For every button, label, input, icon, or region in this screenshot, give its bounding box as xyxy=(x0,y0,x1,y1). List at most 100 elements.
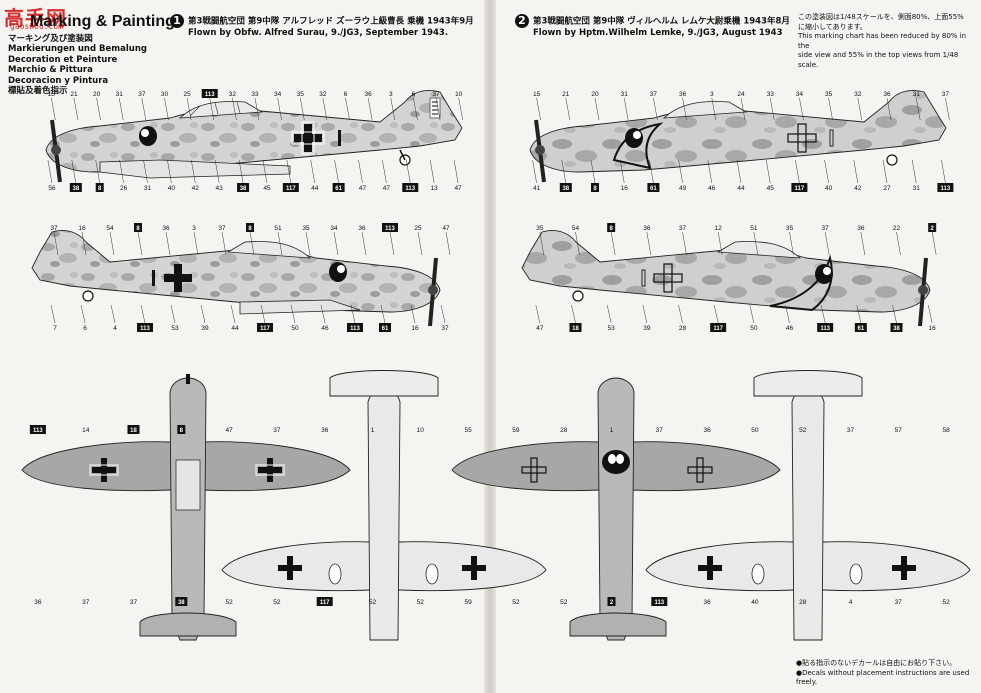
callout-number: 52 xyxy=(273,599,281,606)
callout-number: 16 xyxy=(929,325,937,332)
callout-box xyxy=(890,323,903,332)
callout-number: 36 xyxy=(703,599,711,606)
callout-number: 37 xyxy=(441,325,449,332)
callout-box xyxy=(402,183,419,192)
callout-box xyxy=(607,597,616,606)
callout-number: 38 xyxy=(562,186,569,192)
callout-leader-line xyxy=(824,231,830,256)
callout-number: 113 xyxy=(820,326,830,332)
callout-number: 4 xyxy=(849,599,853,606)
callout-leader-line xyxy=(410,304,416,324)
callout-number: 35 xyxy=(297,91,305,98)
callout-number: 43 xyxy=(216,185,224,192)
callout-number: 20 xyxy=(93,91,101,98)
callout-number: 53 xyxy=(171,325,179,332)
callout-number: 38 xyxy=(893,326,900,332)
callout-number: 37 xyxy=(82,599,90,606)
callout-leader-line xyxy=(440,304,446,324)
language-item: Marchio & Pittura xyxy=(8,65,93,76)
callout-number: 37 xyxy=(50,225,58,232)
callout-number: 16 xyxy=(78,225,86,232)
callout-number: 37 xyxy=(218,225,226,232)
callout-leader-line xyxy=(390,97,396,121)
callout-leader-line xyxy=(678,159,683,184)
callout-leader-line xyxy=(429,159,435,184)
callout-number: 44 xyxy=(311,185,319,192)
callout-leader-line xyxy=(50,304,56,324)
callout-leader-line xyxy=(96,97,101,121)
callout-number: 8 xyxy=(136,226,140,232)
callout-number: 25 xyxy=(414,225,422,232)
callout-box xyxy=(937,183,954,192)
callout-box xyxy=(817,323,834,332)
callout-number: 7 xyxy=(53,325,57,332)
callout-leader-line xyxy=(345,97,350,121)
callout-number: 1 xyxy=(371,427,375,434)
callout-leader-line xyxy=(80,304,86,324)
callout-leader-line xyxy=(711,97,717,121)
callout-leader-line xyxy=(941,159,946,184)
callout-leader-line xyxy=(445,231,451,256)
callout-number: 3 xyxy=(192,225,196,232)
callout-number: 34 xyxy=(274,91,282,98)
callout-number: 41 xyxy=(533,185,541,192)
callout-leader-line xyxy=(232,97,237,121)
callout-leader-line xyxy=(882,159,888,184)
callout-leader-line xyxy=(73,97,79,121)
callout-leader-line xyxy=(406,159,411,184)
callout-number: 36 xyxy=(365,91,373,98)
callout-leader-line xyxy=(820,304,826,324)
callout-box xyxy=(854,323,867,332)
callout-leader-line xyxy=(300,97,305,121)
callout-number: 6 xyxy=(344,91,348,98)
callout-leader-line xyxy=(435,97,441,121)
callout-leader-line xyxy=(165,231,171,256)
callout-box xyxy=(127,425,140,434)
callout-number: 36 xyxy=(679,91,687,98)
s2-right-side-view xyxy=(521,230,931,327)
callout-box xyxy=(29,425,46,434)
language-item: Markierungen und Bemalung xyxy=(8,44,147,55)
callout-box xyxy=(237,183,250,192)
callout-number: 31 xyxy=(621,91,629,98)
callout-leader-line xyxy=(186,97,192,121)
callout-leader-line xyxy=(453,159,459,184)
callout-leader-line xyxy=(594,97,600,121)
callout-leader-line xyxy=(417,231,423,256)
callout-leader-line xyxy=(413,97,418,121)
callout-number: 47 xyxy=(359,185,367,192)
callout-leader-line xyxy=(230,304,236,324)
callout-leader-line xyxy=(209,97,214,121)
callout-number: 36 xyxy=(34,599,42,606)
callout-number: 24 xyxy=(737,91,745,98)
s2-left-side-view xyxy=(529,90,947,183)
callout-leader-line xyxy=(334,159,339,184)
callout-number: 15 xyxy=(48,91,56,98)
callout-number: 3 xyxy=(710,91,714,98)
callout-box xyxy=(382,223,398,232)
callout-leader-line xyxy=(736,159,742,184)
callout-leader-line xyxy=(713,304,719,324)
callout-number: 28 xyxy=(799,599,807,606)
callout-leader-line xyxy=(682,231,687,256)
callout-leader-line xyxy=(358,159,363,184)
callout-number: 28 xyxy=(679,325,687,332)
callout-number: 37 xyxy=(138,91,146,98)
callout-number: 35 xyxy=(825,91,833,98)
callout-box xyxy=(134,223,142,232)
callout-leader-line xyxy=(260,304,266,324)
callout-leader-line xyxy=(286,159,292,184)
callout-number: 45 xyxy=(767,185,775,192)
watermark-url: gaoshou.com xyxy=(10,22,63,31)
callout-leader-line xyxy=(200,304,206,324)
watermark: 高手网 gaoshou.com xyxy=(0,0,80,31)
callout-number: 37 xyxy=(942,91,950,98)
callout-leader-line xyxy=(333,231,339,256)
callout-leader-line xyxy=(140,304,146,324)
watermark-title: 高手网 xyxy=(4,6,67,30)
callout-number: 47 xyxy=(536,325,544,332)
callout-number: 39 xyxy=(643,325,651,332)
callout-leader-line xyxy=(565,97,571,121)
callout-number: 59 xyxy=(512,427,520,434)
